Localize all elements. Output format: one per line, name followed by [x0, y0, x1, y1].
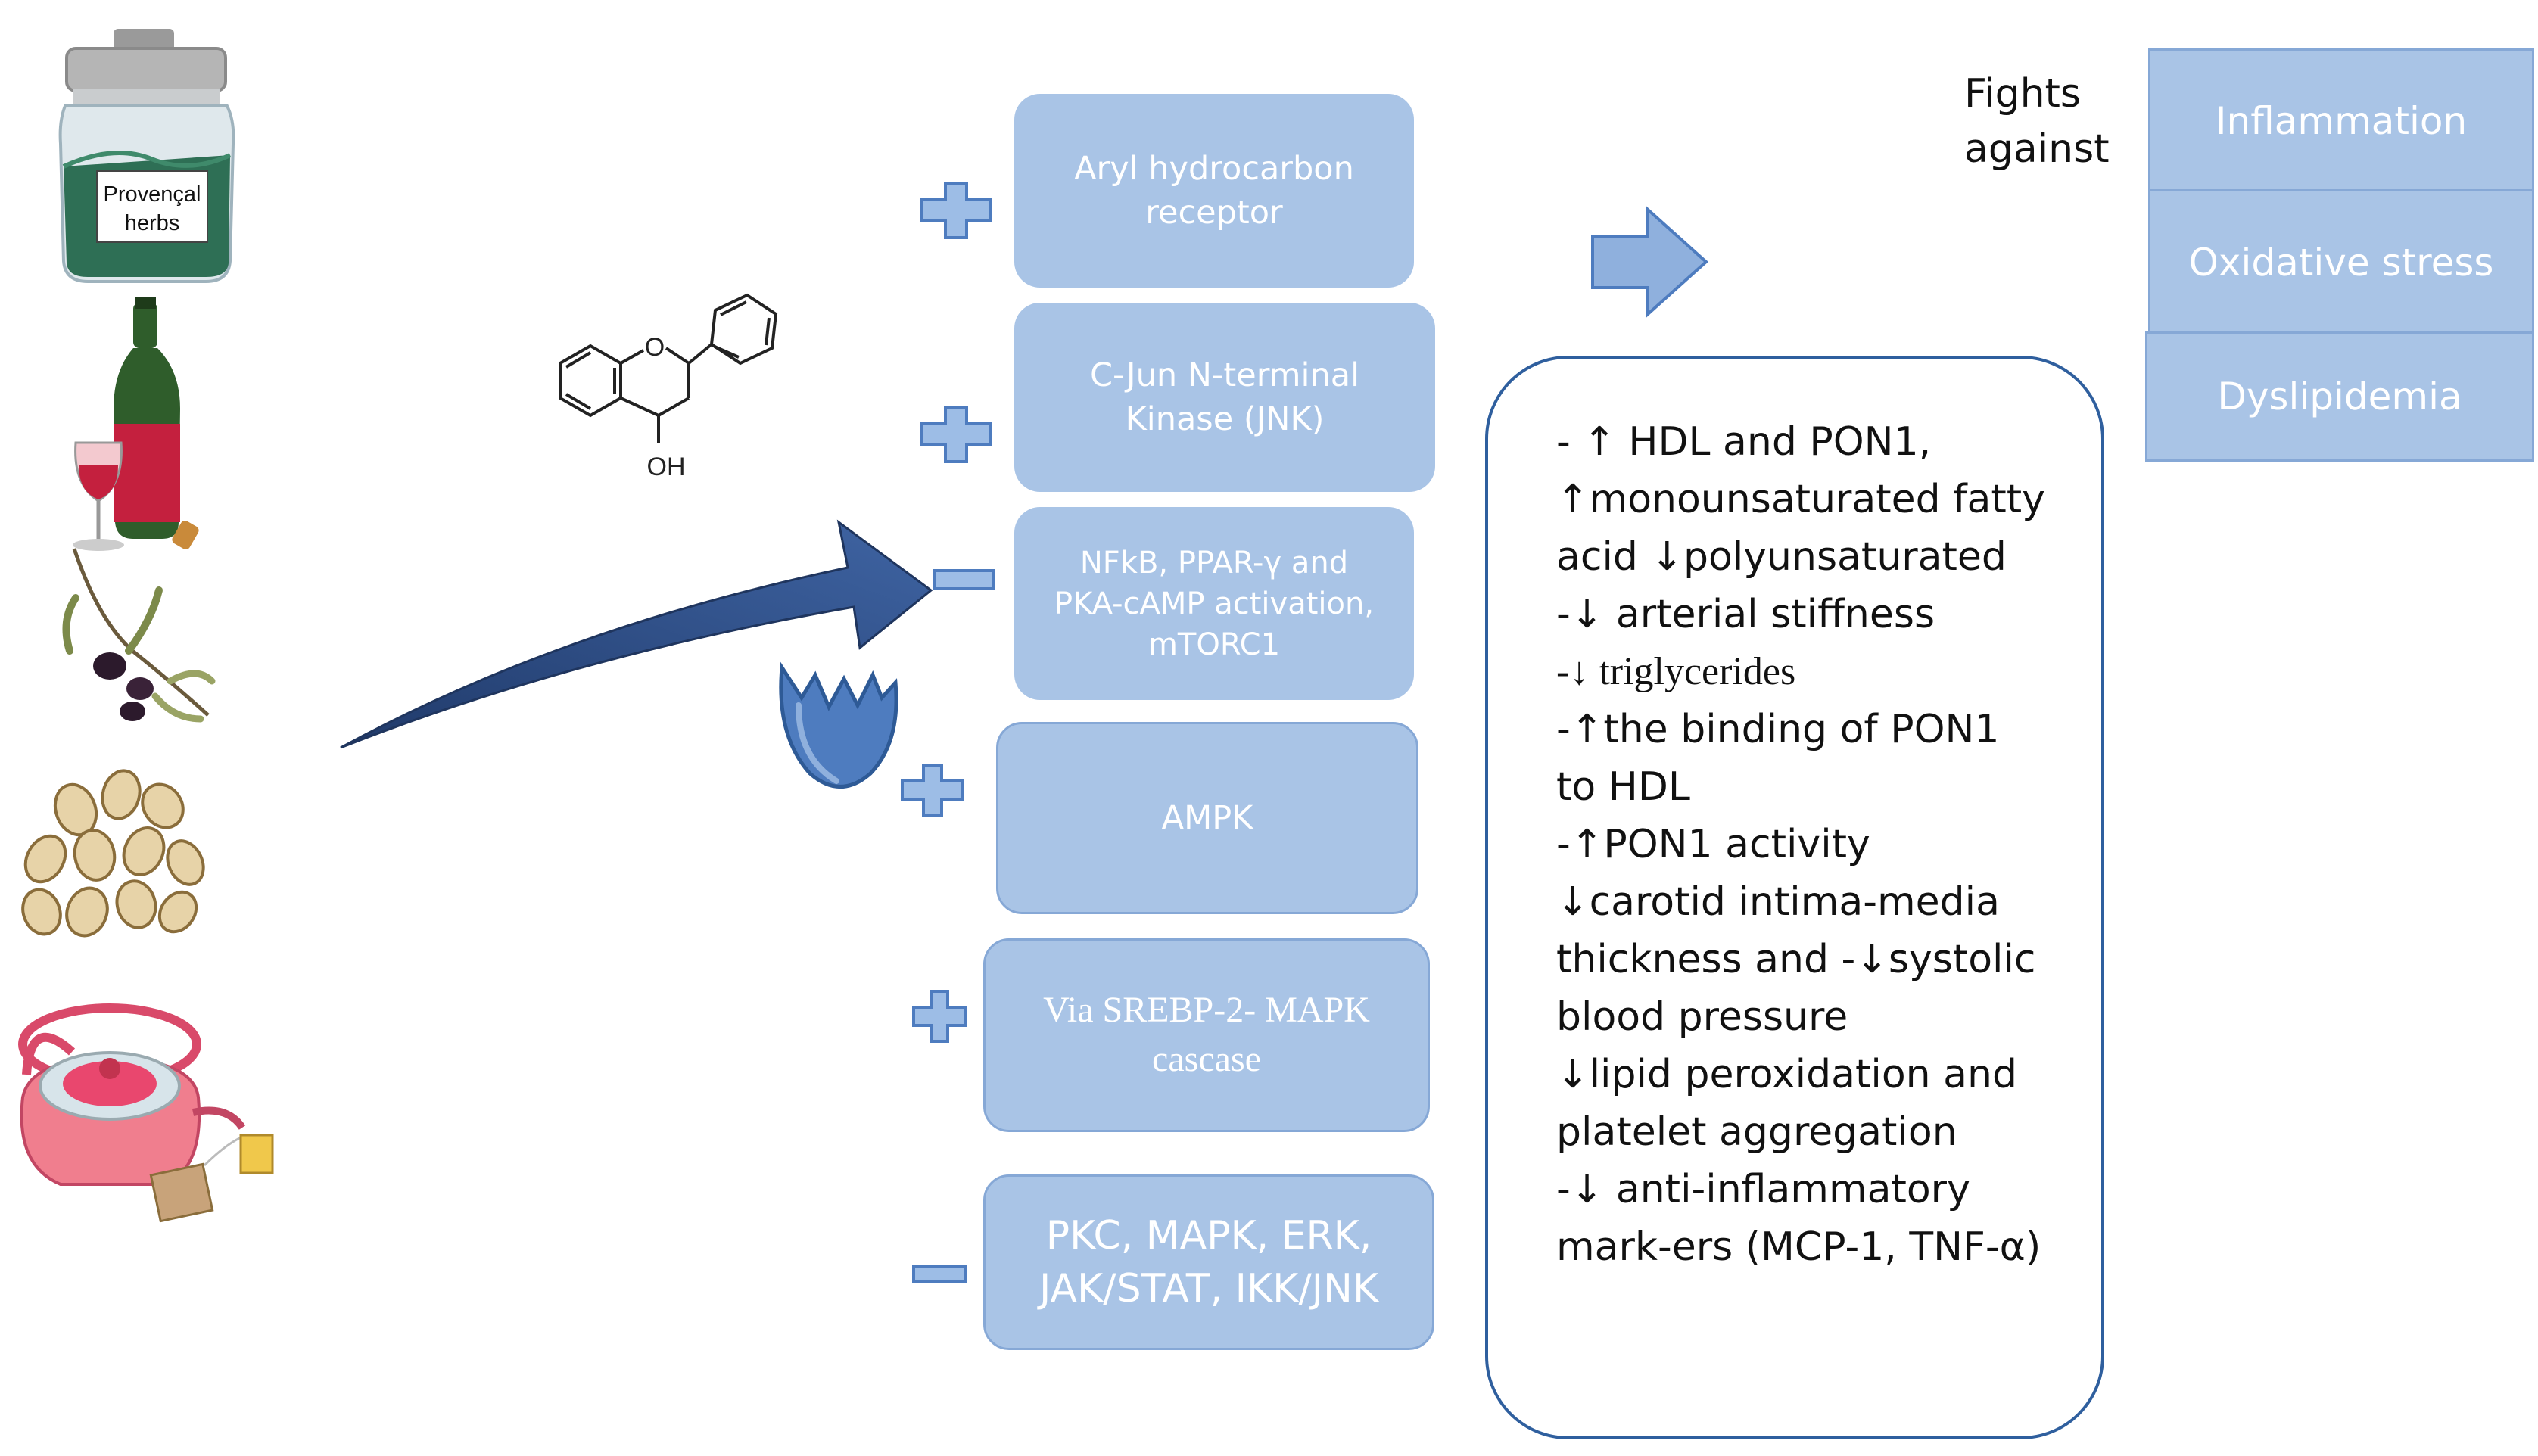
atom-oh-label: OH	[647, 453, 686, 481]
pathway-label: NFkB, PPAR-γ and PKA-cAMP activation, mT…	[1054, 545, 1375, 662]
effects-list: - ↑ HDL and PON1, ↑monounsaturated fatty…	[1556, 413, 2045, 1276]
nuts-icon	[21, 769, 205, 938]
plus-sign-icon	[901, 764, 964, 817]
plus-sign-icon	[920, 406, 992, 463]
fights-against-label: Fights against	[1964, 71, 2110, 172]
pathway-label: Aryl hydrocarbon receptor	[1074, 149, 1354, 232]
minus-sign-icon	[933, 569, 995, 590]
effect-line: acid ↓polyunsaturated	[1556, 534, 2007, 580]
wine-icon	[73, 297, 199, 551]
effect-line: ↓carotid intima-media	[1556, 879, 2000, 925]
effect-line: - ↑ HDL and PON1,	[1556, 419, 1932, 465]
effect-line: -↓ arterial stiffness	[1556, 592, 1935, 637]
curved-arrow	[340, 519, 933, 749]
effect-line: -↑PON1 activity	[1556, 822, 1870, 867]
condition-oxidative-stress: Oxidative stress	[2148, 189, 2534, 336]
pathway-label: Via SREBP-2- MAPK cascase	[1043, 990, 1370, 1079]
pathway-label: C-Jun N-terminal Kinase (JNK)	[1089, 356, 1360, 438]
cracked-shell-icon	[779, 661, 898, 789]
plus-sign-icon	[920, 182, 992, 239]
jar-label-line2: herbs	[125, 211, 180, 235]
pathway-box-ampk: AMPK	[996, 722, 1418, 914]
pathway-box-jnk: C-Jun N-terminal Kinase (JNK)	[1014, 303, 1435, 492]
pathway-label: PKC, MAPK, ERK, JAK/STAT, IKK/JNK	[1039, 1212, 1379, 1311]
effect-line: -↓ anti-inflammatory	[1556, 1167, 1970, 1212]
effect-line: thickness and -↓systolic	[1556, 937, 2036, 982]
food-illustrations: Provençal herbs	[18, 29, 274, 1223]
effect-line: -↓ triglycerides	[1556, 650, 1796, 693]
condition-label: Dyslipidemia	[2217, 375, 2462, 418]
right-arrow-icon	[1591, 206, 1708, 319]
condition-inflammation: Inflammation	[2148, 48, 2534, 194]
jar-label-line1: Provençal	[104, 182, 201, 207]
atom-o-label: O	[645, 333, 665, 362]
effect-line: mark-ers (MCP-1, TNF-α)	[1556, 1224, 2041, 1270]
effect-line: blood pressure	[1556, 994, 1848, 1040]
pathway-box-nfkb: NFkB, PPAR-γ and PKA-cAMP activation, mT…	[1014, 507, 1414, 700]
minus-sign-icon	[912, 1265, 967, 1283]
pathway-box-srebp2: Via SREBP-2- MAPK cascase	[983, 938, 1430, 1132]
olive-branch-icon	[62, 548, 216, 723]
herb-jar-icon: Provençal herbs	[58, 29, 235, 283]
effect-line: to HDL	[1556, 764, 1690, 810]
condition-dyslipidemia: Dyslipidemia	[2145, 331, 2534, 462]
pathway-box-pkc-mapk: PKC, MAPK, ERK, JAK/STAT, IKK/JNK	[983, 1174, 1434, 1350]
flavonoid-structure: O OH	[559, 293, 778, 481]
teapot-icon	[18, 1003, 274, 1223]
effect-line: ↓lipid peroxidation and	[1556, 1052, 2017, 1097]
condition-label: Inflammation	[2215, 99, 2468, 143]
effect-line: -↑the binding of PON1	[1556, 707, 2000, 752]
pathway-label: AMPK	[1161, 798, 1253, 837]
pathway-box-aryl-hydrocarbon: Aryl hydrocarbon receptor	[1014, 94, 1414, 288]
plus-sign-icon	[912, 990, 967, 1043]
effects-box: - ↑ HDL and PON1, ↑monounsaturated fatty…	[1485, 356, 2104, 1439]
condition-label: Oxidative stress	[2188, 241, 2494, 285]
effect-line: platelet aggregation	[1556, 1109, 1957, 1155]
effect-line: ↑monounsaturated fatty	[1556, 477, 2045, 522]
